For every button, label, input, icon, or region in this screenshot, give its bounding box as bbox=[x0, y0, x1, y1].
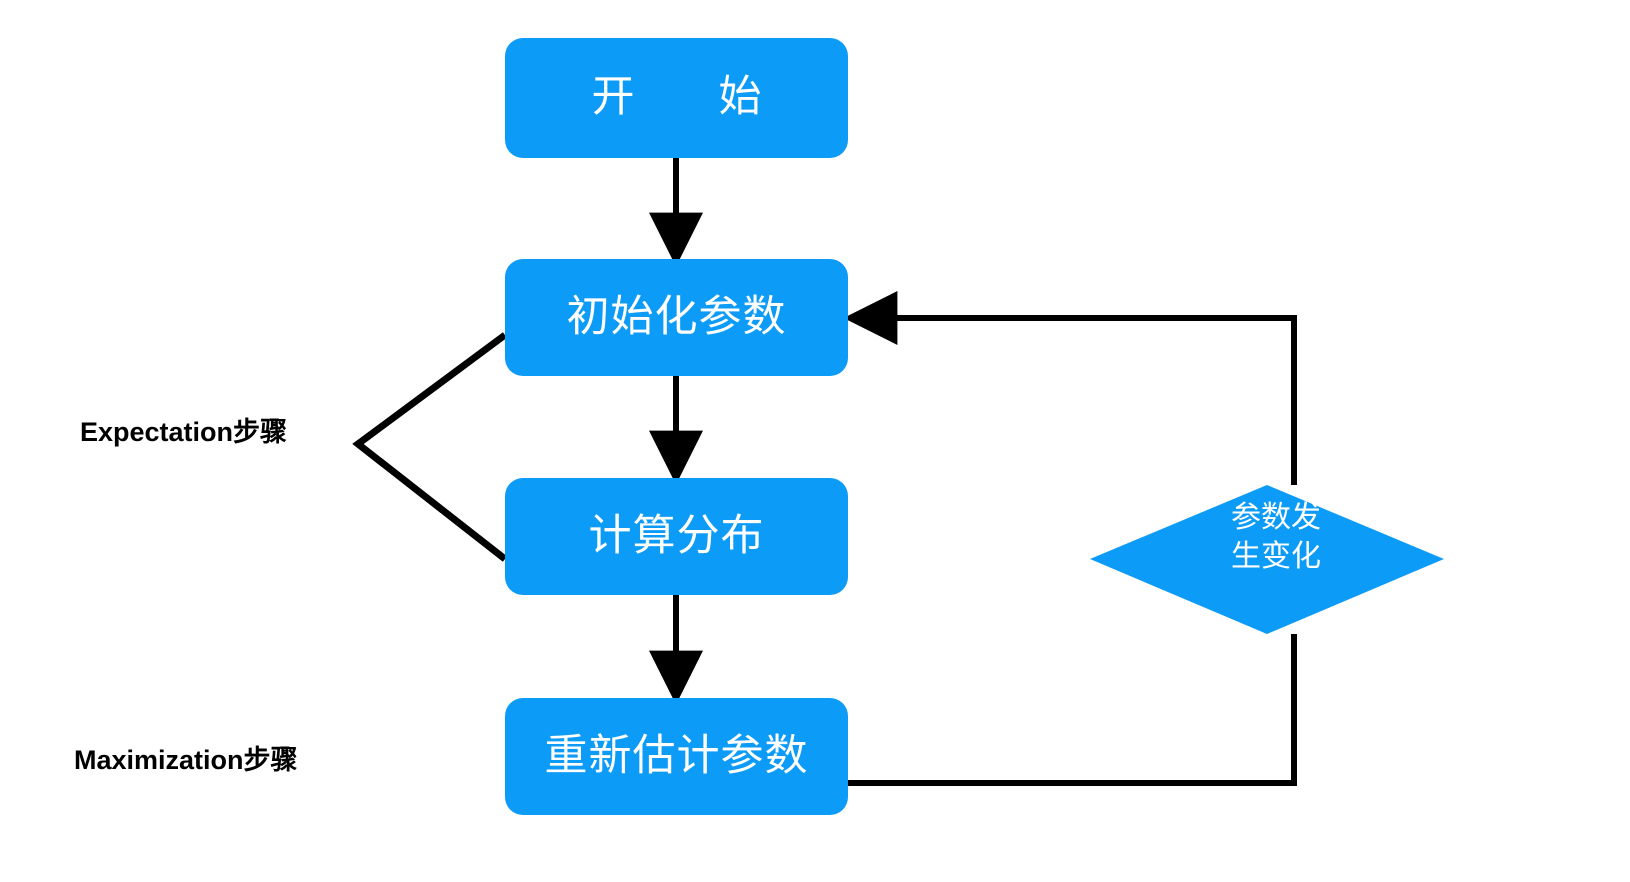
bracket-expectation bbox=[352, 332, 508, 562]
node-start-label: 开 始 bbox=[591, 73, 782, 122]
connector-changed-to-init bbox=[843, 291, 1297, 485]
node-reestimate[interactable]: 重新估计参数 bbox=[505, 698, 848, 815]
node-reestimate-label: 重新估计参数 bbox=[544, 731, 809, 780]
node-distribute-label: 计算分布 bbox=[588, 511, 765, 560]
annotation-maximization: Maximization步骤 bbox=[74, 745, 298, 775]
node-distribute[interactable]: 计算分布 bbox=[505, 478, 848, 595]
annotation-expectation: Expectation步骤 bbox=[80, 417, 288, 447]
node-init-label: 初始化参数 bbox=[566, 292, 787, 341]
node-start[interactable]: 开 始 bbox=[505, 38, 848, 158]
node-changed-label: 参数发 生变化 bbox=[1231, 501, 1321, 573]
connector-reestimate-to-changed bbox=[848, 634, 1297, 786]
node-init[interactable]: 初始化参数 bbox=[505, 259, 848, 376]
